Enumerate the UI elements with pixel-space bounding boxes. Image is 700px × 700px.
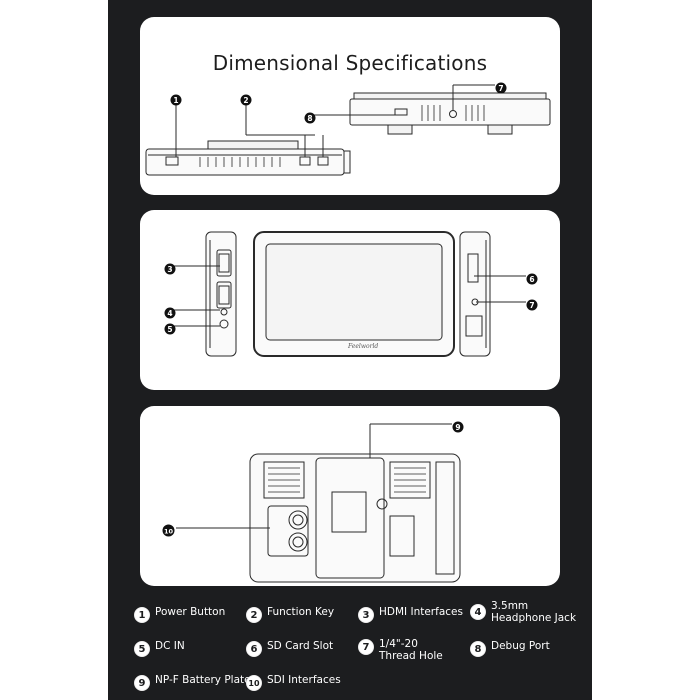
svg-text:7: 7 [498,84,503,93]
svg-text:6: 6 [529,275,534,284]
callout-10: 10 [162,522,175,541]
callout-4: 4 [164,304,176,323]
svg-text:7: 7 [529,301,534,310]
legend-item-1: 1 Power Button [134,606,225,623]
top-view-drawing [145,84,551,176]
svg-text:9: 9 [455,423,460,432]
legend-item-9: 9 NP-F Battery Plate [134,674,251,691]
legend-item-6: 6 SD Card Slot [246,640,333,657]
legend-label: Debug Port [491,640,550,652]
rear-view-card: 9 10 [140,406,560,586]
svg-text:5: 5 [167,325,172,334]
legend-item-8: 8 Debug Port [470,640,550,657]
legend-label: SD Card Slot [267,640,334,652]
rear-view-drawing [176,423,461,583]
front-side-views-card: Feelworld 3 4 5 6 7 [140,210,560,390]
svg-text:4: 4 [167,309,172,318]
legend-label: NP-F Battery Plate [155,674,251,686]
svg-text:8: 8 [307,114,312,123]
legend-label: Power Button [155,606,226,618]
svg-text:1: 1 [173,96,178,105]
legend-item-5: 5 DC IN [134,640,185,657]
legend-label: DC IN [155,640,185,652]
svg-text:3: 3 [167,265,172,274]
callout-1: 1 [170,91,182,110]
callout-5: 5 [164,320,176,339]
brand-logo: Feelworld [347,343,378,350]
legend-item-3: 3 HDMI Interfaces [358,606,463,623]
callout-8: 8 [304,109,316,128]
page-title: Dimensional Specifications [212,51,488,75]
callout-9: 9 [452,418,464,437]
legend-item-10: 10 SDI Interfaces [246,674,341,691]
front-view-drawing: Feelworld [174,231,526,357]
svg-text:10: 10 [164,527,174,535]
legend: 1 Power Button 2 Function Key 3 HDMI Int… [134,598,584,694]
svg-text:2: 2 [243,96,248,105]
legend-label: SDI Interfaces [267,674,341,686]
callout-6: 6 [526,270,538,289]
legend-label: HDMI Interfaces [379,606,463,618]
legend-item-2: 2 Function Key [246,606,334,623]
legend-label: Function Key [267,606,335,618]
left-margin [0,0,108,700]
right-margin [592,0,700,700]
callout-7-top: 7 [495,79,507,98]
callout-7-side: 7 [526,296,538,315]
top-bottom-views-card: Dimensional Specifications [140,17,560,195]
callout-3: 3 [164,260,176,279]
callout-2: 2 [240,91,252,110]
